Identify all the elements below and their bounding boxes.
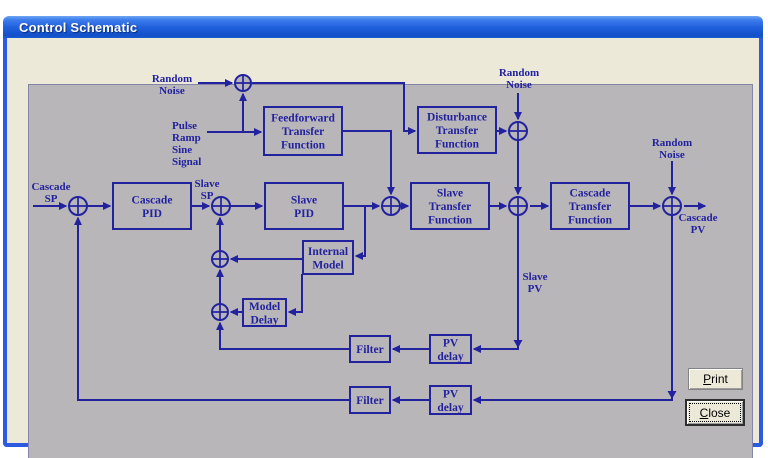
close-label-rest: lose [708, 405, 731, 420]
close-button[interactable]: Close [685, 399, 745, 426]
print-button-label: Print [703, 372, 728, 386]
print-label-rest: rint [711, 372, 728, 386]
schematic-panel [28, 84, 753, 458]
print-accesskey: P [703, 372, 712, 386]
title-bar[interactable]: Control Schematic [3, 16, 763, 38]
close-button-label: Close [700, 406, 731, 420]
window-title: Control Schematic [19, 19, 138, 35]
close-accesskey: C [699, 405, 709, 420]
dialog-body [3, 38, 763, 458]
print-button[interactable]: Print [688, 368, 743, 390]
